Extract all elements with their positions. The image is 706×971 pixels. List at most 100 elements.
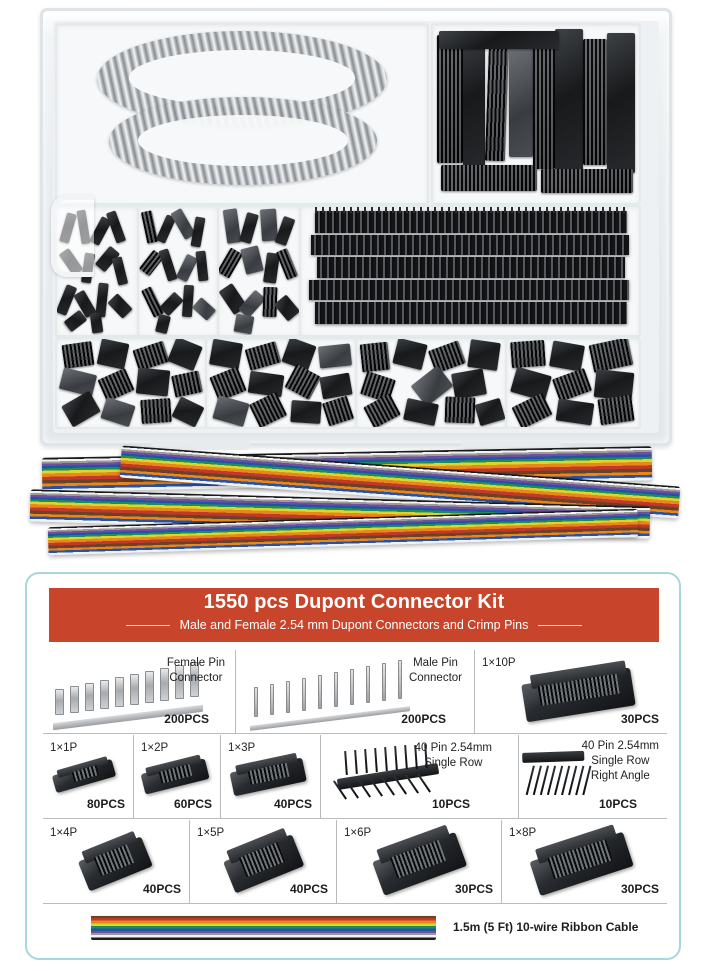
housing-piece	[403, 397, 439, 427]
crimp-pin	[115, 677, 124, 707]
housing-piece	[111, 256, 129, 286]
housing-piece	[158, 248, 178, 282]
connector-housing	[533, 35, 555, 169]
spec-cell-qty: 80PCS	[86, 797, 125, 811]
crimp-pin	[145, 671, 154, 703]
housing-piece	[450, 368, 488, 400]
housing-piece	[190, 216, 206, 248]
connector-housing	[484, 40, 510, 162]
housing-piece	[107, 293, 133, 319]
spec-row-1: Female Pin Connector 200PCS Male Pin	[43, 650, 667, 734]
connector-housing	[607, 33, 635, 173]
housing-piece	[467, 339, 501, 371]
spec-cell-name: 1×2P	[141, 742, 169, 754]
spec-cell-name: 1×1P	[50, 742, 78, 754]
desc-line: Female Pin	[166, 657, 225, 669]
pin-header-pack	[311, 235, 629, 255]
spec-cell-male-pin-connector: Male Pin Connector 200PCS	[236, 650, 475, 733]
header-pin	[404, 744, 408, 770]
connector-housing	[463, 31, 485, 173]
housing-piece	[474, 397, 505, 427]
housing-piece	[239, 211, 259, 245]
housing-piece	[248, 391, 288, 427]
housing-piece	[240, 245, 264, 275]
spec-row-3: 1×4P 40PCS 1×5P 40PCS 1×6P	[43, 820, 667, 904]
housing-piece	[97, 367, 135, 403]
housing-piece	[155, 313, 171, 335]
crimp-pin	[334, 672, 338, 707]
housing-piece	[171, 396, 205, 427]
housing-piece	[363, 393, 401, 427]
spec-cell-1x3p: 1×3P 40PCS	[221, 735, 321, 818]
crimp-pin	[85, 683, 94, 711]
spec-row-cable: 1.5m (5 Ft) 10-wire Ribbon Cable	[43, 903, 667, 951]
spec-cell-qty: 200PCS	[164, 712, 209, 726]
spec-cell-qty: 200PCS	[401, 712, 446, 726]
header-pin	[344, 750, 348, 776]
crimp-pin	[350, 669, 354, 705]
desc-line: 40 Pin 2.54mm	[414, 742, 492, 754]
spec-cell-name: 1×3P	[228, 742, 256, 754]
housing-piece	[317, 343, 353, 369]
crimp-pin	[318, 675, 322, 709]
spec-cell-desc: 40 Pin 2.54mm Single Row Right Angle	[582, 739, 659, 784]
housing-piece	[135, 367, 171, 397]
crimp-pin	[160, 668, 169, 701]
housing-piece	[195, 250, 209, 282]
housing-piece	[61, 390, 101, 427]
housing-piece	[548, 340, 586, 372]
housing-piece	[105, 210, 127, 244]
banner-subtitle-row: Male and Female 2.54 mm Dupont Connector…	[49, 617, 659, 634]
spec-cell-qty: 30PCS	[454, 882, 493, 896]
crimp-pin	[70, 686, 79, 713]
crimp-pin	[302, 678, 306, 711]
housing-piece	[555, 398, 595, 426]
connector-housing	[509, 47, 533, 157]
housing-piece	[284, 363, 322, 401]
housing-piece	[319, 372, 353, 400]
housing-piece	[191, 297, 217, 321]
spec-cell-name: 1×6P	[344, 827, 372, 839]
banner-title: 1550 pcs Dupont Connector Kit	[203, 591, 505, 613]
crimp-pin	[175, 665, 184, 699]
ribbon-cable-icon	[91, 915, 436, 940]
housing-piece	[209, 366, 247, 402]
spec-cell-qty: 40PCS	[273, 797, 312, 811]
spec-cell-qty: 60PCS	[173, 797, 212, 811]
ribbon-cable-coils	[0, 440, 706, 565]
compartment-bottom-2	[205, 337, 357, 429]
spec-cell-40pin-straight: 40 Pin 2.54mm Single Row 10PCS	[321, 735, 519, 818]
connector-housing	[441, 165, 537, 191]
crimp-pin	[382, 663, 386, 701]
female-pin-strip-icon	[53, 662, 203, 731]
crimp-pin	[190, 662, 199, 697]
header-pin	[354, 749, 358, 775]
housing-piece	[212, 395, 250, 427]
spec-cell-40pin-right-angle: 40 Pin 2.54mm Single Row Right Angle 10P…	[519, 735, 667, 818]
box-handle-latch	[51, 195, 94, 277]
housing-piece	[597, 394, 635, 426]
housing-piece	[511, 392, 553, 427]
pin-header-pack	[315, 302, 627, 324]
crimp-pin	[100, 680, 109, 709]
housing-piece	[208, 339, 244, 370]
housing-piece	[321, 395, 355, 427]
desc-line: Connector	[408, 672, 462, 684]
spec-cell-qty: 10PCS	[431, 797, 470, 811]
desc-line: Single Row	[591, 755, 650, 767]
compartment-small-housings-c	[217, 205, 301, 337]
spec-cell-name: 1×10P	[482, 657, 516, 669]
housing-piece	[233, 313, 255, 335]
housing-piece	[167, 339, 203, 372]
housing-piece	[273, 294, 299, 322]
banner-subtitle: Male and Female 2.54 mm Dupont Connector…	[179, 618, 529, 632]
compartment-large-housings	[431, 23, 641, 205]
spec-cell-1x4p: 1×4P 40PCS	[43, 820, 190, 903]
housing-piece	[510, 339, 546, 369]
spec-cell-female-pin-connector: Female Pin Connector 200PCS	[43, 650, 236, 733]
info-panel: 1550 pcs Dupont Connector Kit Male and F…	[25, 572, 681, 960]
desc-line: Right Angle	[590, 770, 650, 782]
housing-piece	[100, 396, 136, 427]
compartment-bottom-4	[505, 337, 641, 429]
housing-piece	[359, 341, 391, 373]
